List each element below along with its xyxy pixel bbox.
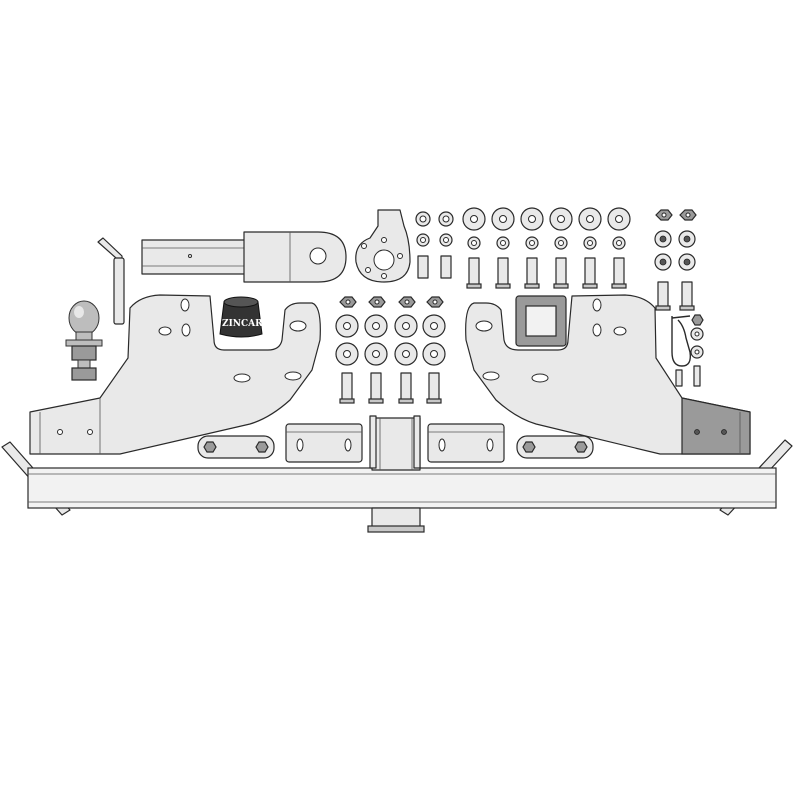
tow-bar-beam: [1, 439, 793, 516]
hitch-pin: [97, 237, 125, 325]
left-side-bracket: [29, 294, 321, 455]
receiver-tube: [367, 415, 425, 533]
r-clip: [671, 315, 692, 367]
channel-brackets: [285, 423, 505, 463]
wiring-connector: ZINCAR: [219, 296, 263, 338]
zincar-logo: ZINCAR: [222, 319, 263, 329]
ball-mount-tongue: [141, 231, 347, 283]
tow-ball: [65, 300, 103, 381]
spacer-plates: [197, 435, 594, 459]
right-side-bracket: [465, 294, 751, 455]
electrical-socket-plate: [355, 209, 411, 283]
bolts-nuts-washers: [203, 207, 704, 453]
